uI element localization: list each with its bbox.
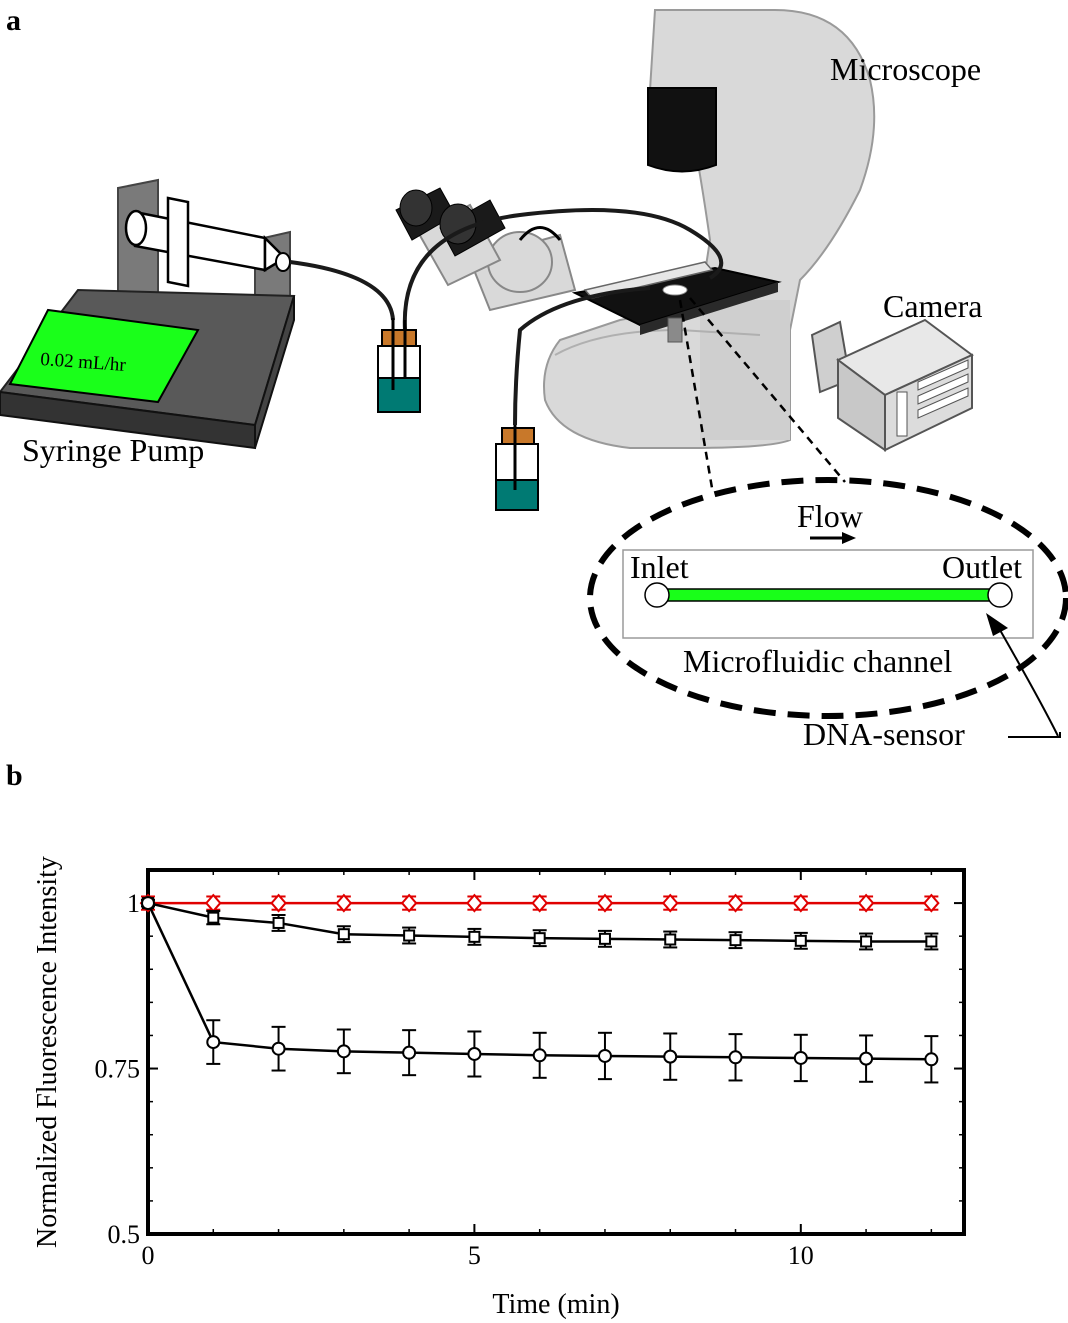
data-point: [467, 1046, 482, 1061]
data-point: [403, 929, 416, 942]
data-point: [793, 1050, 808, 1065]
data-point: [400, 893, 418, 913]
x-axis-label: Time (min): [492, 1289, 619, 1320]
chart-plot-area: [146, 868, 966, 1236]
data-point: [923, 893, 940, 913]
data-point: [663, 1049, 678, 1064]
tubing: [289, 208, 724, 426]
panel-b-letter: b: [6, 759, 23, 792]
panel-a-letter: a: [6, 4, 21, 37]
data-point: [596, 893, 614, 913]
microscope-label: Microscope: [830, 51, 981, 87]
data-point: [728, 1050, 743, 1065]
y-tick-label: 1: [127, 889, 140, 918]
inlet-label: Inlet: [630, 549, 689, 585]
data-point: [272, 916, 285, 929]
zoom-lines: [678, 297, 846, 489]
data-point: [729, 934, 742, 947]
inlet-port: [644, 582, 670, 608]
camera-label: Camera: [883, 288, 983, 324]
data-point: [335, 893, 353, 913]
x-tick-label: 0: [142, 1241, 155, 1270]
y-axis-label: Normalized Fluorescence Intensity: [32, 856, 63, 1248]
data-point: [664, 933, 677, 946]
fluorescence-chart: 0 5 10 0.5 0.75 1 Time (min) Normalized Fluor…: [32, 856, 966, 1320]
data-point: [270, 893, 287, 913]
data-point: [857, 893, 875, 913]
data-point: [271, 1041, 286, 1056]
data-point: [532, 1048, 547, 1063]
data-point: [466, 893, 483, 913]
sensor-label: DNA-sensor: [803, 716, 965, 752]
data-point: [598, 932, 611, 945]
series-circle: [141, 896, 939, 1084]
sensor-pointer-arrow: [986, 613, 1061, 738]
data-point: [206, 1035, 221, 1050]
data-point: [402, 1045, 417, 1060]
data-point: [336, 1044, 351, 1059]
data-point: [468, 930, 481, 943]
outlet-label: Outlet: [942, 549, 1022, 585]
data-point: [924, 1052, 939, 1067]
data-point: [792, 893, 810, 913]
data-point: [207, 911, 220, 924]
outlet-port: [987, 582, 1013, 608]
data-point: [860, 935, 873, 948]
data-point: [859, 1051, 874, 1066]
data-point: [337, 928, 350, 941]
data-point: [925, 935, 938, 948]
data-point: [794, 934, 807, 947]
camera-illustration: [810, 318, 974, 452]
series-diamond: [139, 893, 940, 913]
data-point: [597, 1048, 612, 1063]
reservoir-bottle-1: [377, 318, 421, 413]
zoom-ellipse: [587, 477, 1068, 719]
flow-label: Flow: [797, 498, 863, 534]
data-point: [141, 896, 155, 911]
microscope-illustration: [395, 9, 876, 449]
x-tick-label: 5: [468, 1241, 481, 1270]
flow-arrow-icon: [810, 532, 856, 544]
syringe-pump-label: Syringe Pump: [22, 432, 204, 468]
y-tick-label: 0.75: [95, 1055, 141, 1084]
microfluidic-channel: [659, 588, 999, 602]
data-point: [533, 932, 546, 945]
syringe-pump-illustration: 0.02 mL/hr: [0, 178, 296, 450]
x-tick-label: 10: [788, 1241, 814, 1270]
y-tick-label: 0.5: [108, 1220, 141, 1249]
channel-label: Microfluidic channel: [683, 643, 952, 679]
reservoir-bottle-2: [495, 425, 539, 511]
data-point: [531, 893, 549, 913]
data-point: [727, 893, 744, 913]
data-point: [661, 893, 679, 913]
